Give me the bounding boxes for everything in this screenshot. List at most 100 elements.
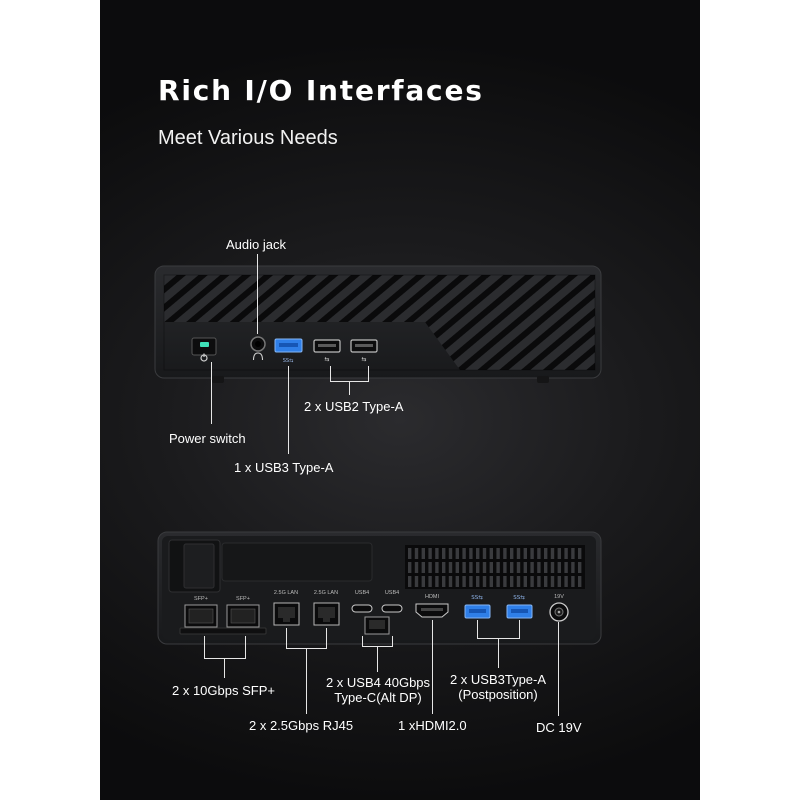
vent-slot [442,562,446,573]
vent-slot [421,576,425,587]
vent-slot [510,548,514,559]
front-foot-left [212,376,224,383]
vent-slot [414,548,419,559]
rear-usb3-port-1[interactable] [464,604,491,619]
vent-slot [448,562,453,573]
vent-slot [510,576,514,587]
sfp-latch-bar [179,627,267,635]
silk-lan-1: 2.5G LAN [274,590,298,596]
silk-usb4-2: USB4 [385,590,399,596]
leader-usb2-left [330,366,331,381]
label-usb4: 2 x USB4 40Gbps Type-C(Alt DP) [314,675,442,705]
usb4-port-2[interactable] [381,604,403,613]
vent-slot [408,576,412,587]
front-usb3-port[interactable] [274,338,303,353]
label-usb4-line1: 2 x USB4 40Gbps [325,675,431,690]
vent-slot [496,562,500,573]
leader-power [211,362,212,424]
page-title: Rich I/O Interfaces [158,74,484,107]
front-vent-grille [164,275,595,370]
leader-sfp-left [204,636,205,658]
vent-slot [482,562,487,573]
front-usb2-port-2[interactable] [350,339,378,353]
vent-slot [421,562,425,573]
vent-slot [414,576,419,587]
sfp-port-1[interactable] [184,604,218,628]
usb4-port-1[interactable] [351,604,373,613]
label-usb3-rear-line2: (Postposition) [458,687,538,702]
vent-slot [408,548,412,559]
vent-slot [455,562,459,573]
label-rj45: 2 x 2.5Gbps RJ45 [249,718,354,733]
vent-slot [448,548,453,559]
vent-slot [455,576,459,587]
vent-slot [516,548,521,559]
sfp-port-2[interactable] [226,604,260,628]
power-button[interactable] [191,337,217,356]
leader-usb2-stem [349,381,350,395]
vent-slot [571,562,575,573]
vent-slot [469,562,473,573]
rear-vent-grid [405,545,585,589]
silk-sfp-1: SFP+ [194,596,208,602]
label-sfp: 2 x 10Gbps SFP+ [172,683,275,698]
vent-slot [476,576,480,587]
vent-slot [496,576,500,587]
vent-slot [564,576,568,587]
rj45-port-1[interactable] [273,602,300,626]
rj45-port-2[interactable] [313,602,340,626]
front-usb2-port-1[interactable] [313,339,341,353]
vent-slot [455,548,459,559]
device-illustration: SS⇆ ⇆ ⇆ [154,265,602,645]
vent-slot [489,548,493,559]
leader-usb3-rear-left [477,620,478,638]
vent-slot [496,548,500,559]
usb-icon-2: ⇆ [361,356,366,363]
label-usb4-line2: Type-C(Alt DP) [334,690,422,705]
label-usb3-rear: 2 x USB3Type-A (Postposition) [440,672,556,702]
vent-slot [537,562,541,573]
rear-usb3-port-2[interactable] [506,604,533,619]
front-foot-right [537,376,549,383]
vent-slot [428,548,432,559]
vent-slot [435,562,439,573]
bracket-slot [183,543,215,589]
leader-rj45-left [286,628,287,648]
vent-slot [530,576,534,587]
hdmi-port[interactable] [415,603,449,618]
vent-slot [489,562,493,573]
leader-usb4-right [392,636,393,646]
vent-slot [523,576,527,587]
silk-dc: 19V [554,594,564,600]
silk-usb4-1: USB4 [355,590,369,596]
leader-hdmi [432,620,433,714]
vent-slot [530,562,534,573]
vent-slot [550,562,555,573]
label-dc: DC 19V [536,720,582,735]
vent-slot [482,548,487,559]
vent-slot [482,576,487,587]
vent-slot [442,548,446,559]
label-usb3-front: 1 x USB3 Type-A [234,460,334,475]
dc-jack-port[interactable] [549,602,569,622]
vent-slot [476,548,480,559]
vent-slot [476,562,480,573]
vent-slot [510,562,514,573]
vent-slot [544,576,548,587]
label-usb2: 2 x USB2 Type-A [304,399,404,414]
vent-slot [489,576,493,587]
label-power-switch: Power switch [169,431,246,446]
headphone-icon [252,352,264,361]
audio-jack-port[interactable] [250,336,266,352]
rear-vent-backing [405,545,585,589]
leader-usb4-left [362,636,363,646]
usb-icon-1: ⇆ [324,356,329,363]
product-panel: Rich I/O Interfaces Meet Various Needs [100,0,700,800]
label-usb3-rear-line1: 2 x USB3Type-A [449,672,547,687]
vent-slot [557,548,561,559]
vent-slot [523,562,527,573]
usb3-ss-icon: SS⇆ [283,358,294,364]
vent-slot [462,576,466,587]
vent-slot [414,562,419,573]
leader-audio [257,254,258,334]
